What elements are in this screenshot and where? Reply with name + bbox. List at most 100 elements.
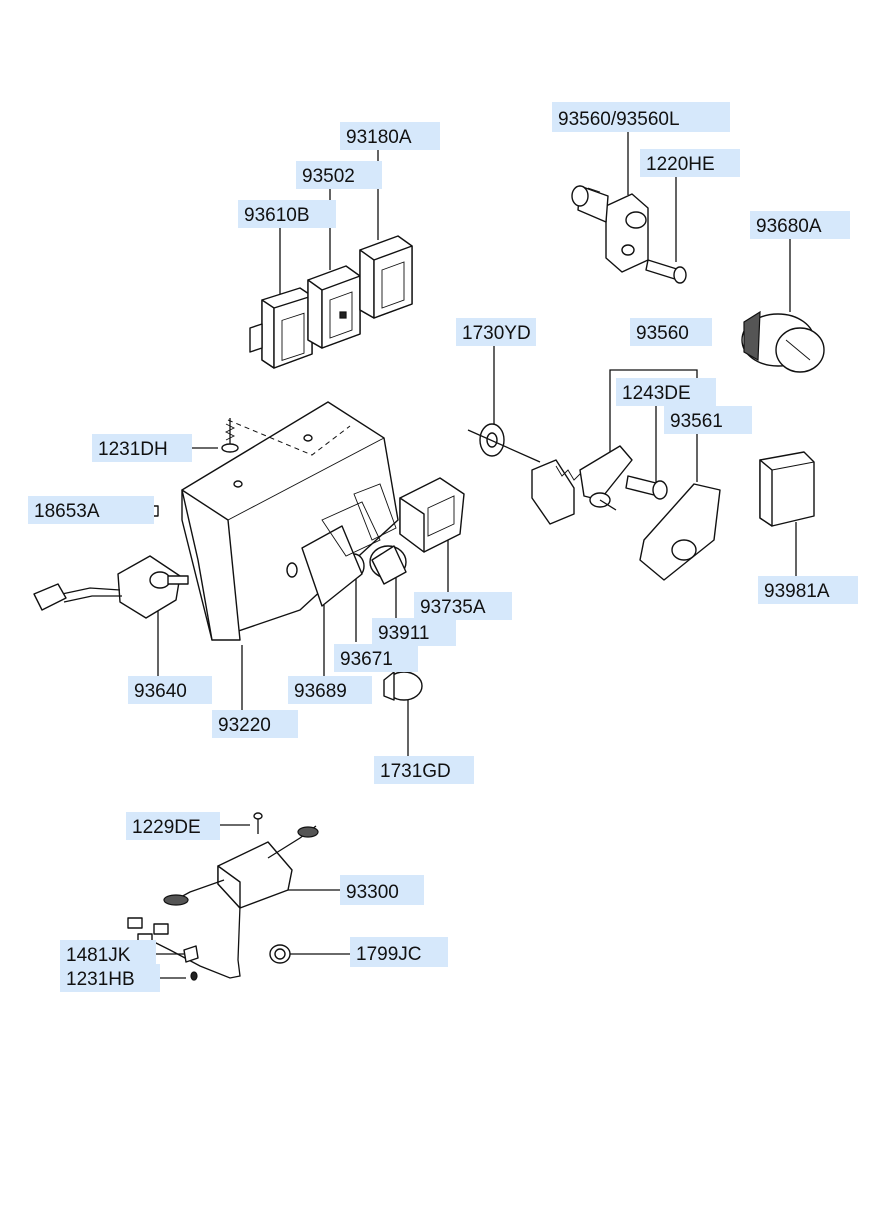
part-label-18653A: 18653A <box>28 496 154 524</box>
part-label-box <box>126 812 220 840</box>
cover-93561 <box>639 483 721 581</box>
switch-93981A <box>759 451 815 527</box>
part-label-box <box>128 676 212 704</box>
grommet-1730YD <box>467 423 541 463</box>
part-number-text: 1243DE <box>622 383 691 404</box>
part-label-box <box>238 200 336 228</box>
part-label-box <box>640 149 740 177</box>
part-number-text: 1231DH <box>98 439 168 460</box>
part-number-text: 93561 <box>670 411 723 432</box>
part-number-text: 1229DE <box>132 817 201 838</box>
part-number-text: 93981A <box>764 581 830 602</box>
part-number-text: 93220 <box>218 715 271 736</box>
part-number-text: 93560/93560L <box>558 109 680 130</box>
part-label-1730YD: 1730YD <box>456 318 536 346</box>
part-label-box <box>630 318 712 346</box>
part-label-1229DE: 1229DE <box>126 812 220 840</box>
combination-switch-93300 <box>127 825 319 979</box>
screw-1220HE <box>645 259 687 284</box>
part-number-text: 93911 <box>378 623 429 644</box>
part-label-box <box>616 378 716 406</box>
clip-1481JK <box>183 945 199 963</box>
part-labels: 93180A 93502 93610B 93560/93560L 1220HE 93680… <box>28 102 858 992</box>
part-number-text: 1730YD <box>462 323 531 344</box>
part-label-1231HB: 1231HB <box>60 964 160 992</box>
part-label-1231DH: 1231DH <box>92 434 192 462</box>
part-label-93981A: 93981A <box>758 576 858 604</box>
part-number-text: 93689 <box>294 681 347 702</box>
part-label-box <box>350 937 448 967</box>
part-label-93911: 93911 <box>372 618 456 646</box>
screw-1229DE <box>253 812 263 834</box>
plate-93689 <box>301 483 397 607</box>
part-label-box <box>288 676 372 704</box>
part-label-1799JC: 1799JC <box>350 937 448 967</box>
bulb-1731GD <box>383 671 423 701</box>
part-label-93560: 93560 <box>630 318 712 346</box>
part-label-93300: 93300 <box>340 875 424 905</box>
part-label-93640: 93640 <box>128 676 212 704</box>
part-label-box <box>60 940 156 968</box>
part-number-text: 93560 <box>636 323 689 344</box>
part-number-text: 93680A <box>756 216 822 237</box>
part-label-box <box>340 875 424 905</box>
part-label-1481JK: 1481JK <box>60 940 156 968</box>
part-label-93680A: 93680A <box>750 211 850 239</box>
bolt-1243DE <box>625 475 668 500</box>
part-number-text: 93610B <box>244 205 310 226</box>
switch-93640 <box>33 555 189 619</box>
part-label-93560-93560L: 93560/93560L <box>552 102 730 132</box>
part-number-text: 1231HB <box>66 969 135 990</box>
rocker-switch-93610B <box>249 287 313 369</box>
part-number-text: 1220HE <box>646 154 715 175</box>
part-label-93671: 93671 <box>334 644 418 672</box>
part-number-text: 18653A <box>34 501 100 522</box>
ignition-switch-93680A <box>741 310 825 373</box>
part-label-93180A: 93180A <box>340 122 440 150</box>
screw-1231HB <box>190 971 198 981</box>
part-label-box <box>296 161 382 189</box>
clip-1799JC <box>269 944 291 964</box>
part-label-93561: 93561 <box>664 406 752 434</box>
part-label-1220HE: 1220HE <box>640 149 740 177</box>
bolt-1231DH <box>221 418 239 453</box>
part-number-text: 1481JK <box>66 945 131 966</box>
switch-93735A <box>399 477 465 553</box>
part-label-box <box>372 618 456 646</box>
part-number-text: 93180A <box>346 127 412 148</box>
part-label-box <box>750 211 850 239</box>
part-number-text: 1731GD <box>380 761 451 782</box>
part-label-box <box>60 964 160 992</box>
part-label-93610B: 93610B <box>238 200 336 228</box>
part-number-text: 93640 <box>134 681 187 702</box>
part-label-box <box>334 644 418 672</box>
cover-panel-93220 <box>181 401 399 641</box>
rocker-switch-93502 <box>307 265 361 349</box>
part-number-text: 93671 <box>340 649 393 670</box>
part-number-text: 93735A <box>420 597 486 618</box>
part-label-93220: 93220 <box>212 710 298 738</box>
part-label-box <box>374 756 474 784</box>
part-number-text: 1799JC <box>356 944 422 965</box>
part-label-93735A: 93735A <box>414 592 512 620</box>
part-label-box <box>758 576 858 604</box>
door-switch-93560-93560L <box>571 185 649 273</box>
rocker-switch-93180A <box>359 235 413 319</box>
door-switch-93560 <box>531 445 633 525</box>
part-label-1243DE: 1243DE <box>616 378 716 406</box>
part-label-box <box>552 102 730 132</box>
part-label-box <box>92 434 192 462</box>
part-label-93689: 93689 <box>288 676 372 704</box>
part-label-box <box>414 592 512 620</box>
part-label-1731GD: 1731GD <box>374 756 474 784</box>
part-label-box <box>456 318 536 346</box>
part-label-box <box>340 122 440 150</box>
part-number-text: 93300 <box>346 882 399 903</box>
part-number-text: 93502 <box>302 166 355 187</box>
part-label-box <box>28 496 154 524</box>
part-label-box <box>212 710 298 738</box>
part-label-box <box>664 406 752 434</box>
part-label-93502: 93502 <box>296 161 382 189</box>
knob-93911 <box>369 545 407 585</box>
